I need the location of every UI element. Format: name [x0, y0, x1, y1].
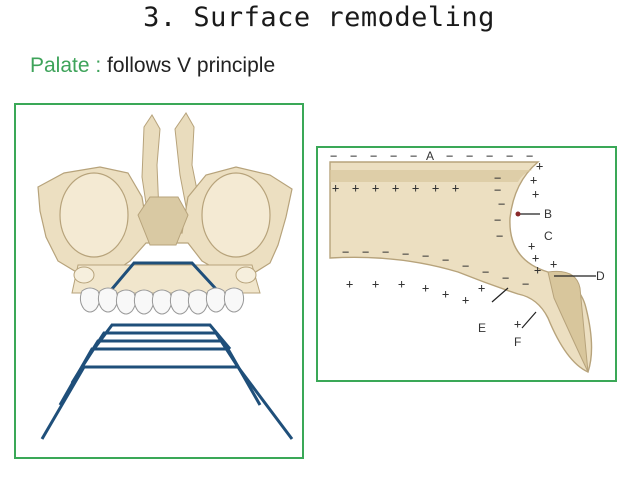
- v-line-3: [70, 339, 250, 384]
- leader-e: [491, 287, 509, 303]
- left-condyle: [73, 266, 95, 284]
- subtitle-lead: Palate :: [30, 54, 102, 77]
- svg-text:−: −: [482, 265, 489, 279]
- svg-text:−: −: [502, 271, 509, 285]
- svg-text:−: −: [370, 149, 377, 163]
- svg-text:+: +: [346, 277, 353, 291]
- svg-text:−: −: [390, 149, 397, 163]
- remodeling-diagram-panel: A B C D E F −−−−− −−−−− +++++++ −−−−− ++…: [316, 146, 617, 382]
- tooth: [187, 289, 209, 315]
- tooth: [223, 287, 245, 313]
- svg-text:−: −: [330, 149, 337, 163]
- svg-text:+: +: [398, 277, 405, 291]
- nasal-cavity: [137, 196, 189, 246]
- label-e: E: [478, 321, 486, 335]
- svg-text:−: −: [466, 149, 473, 163]
- leader-f: [521, 311, 537, 329]
- remodeling-diagram: A B C D E F −−−−− −−−−− +++++++ −−−−− ++…: [329, 149, 605, 373]
- svg-text:−: −: [494, 183, 501, 197]
- svg-text:+: +: [532, 187, 539, 201]
- palate-illustration-panel: [14, 103, 304, 459]
- svg-text:−: −: [362, 245, 369, 259]
- palate-v-outline: [110, 261, 218, 291]
- svg-text:+: +: [530, 173, 537, 187]
- tooth: [169, 289, 191, 315]
- v-line-4: [58, 347, 262, 406]
- svg-text:+: +: [514, 317, 521, 331]
- svg-text:−: −: [496, 229, 503, 243]
- svg-text:−: −: [342, 245, 349, 259]
- label-d: D: [596, 269, 605, 283]
- svg-text:+: +: [534, 263, 541, 277]
- subtitle-rest: follows V principle: [101, 54, 276, 77]
- svg-text:+: +: [528, 239, 535, 253]
- svg-text:+: +: [462, 293, 469, 307]
- label-a: A: [426, 149, 434, 163]
- tooth: [79, 287, 101, 313]
- svg-text:+: +: [550, 257, 557, 271]
- svg-text:+: +: [442, 287, 449, 301]
- svg-text:+: +: [332, 181, 339, 195]
- svg-text:−: −: [506, 149, 513, 163]
- svg-text:−: −: [410, 149, 417, 163]
- bone-inner-band: [330, 170, 532, 182]
- left-orbit: [59, 172, 129, 258]
- svg-text:−: −: [442, 253, 449, 267]
- svg-text:+: +: [422, 281, 429, 295]
- slide-title: 3. Surface remodeling: [143, 2, 495, 33]
- svg-text:+: +: [478, 281, 485, 295]
- teeth-row: [79, 287, 245, 315]
- svg-text:+: +: [536, 159, 543, 173]
- marker-b: [515, 211, 521, 217]
- right-condyle: [235, 266, 257, 284]
- svg-text:+: +: [412, 181, 419, 195]
- label-c: C: [544, 229, 553, 243]
- svg-text:+: +: [372, 277, 379, 291]
- svg-text:−: −: [422, 249, 429, 263]
- surface-signs: −−−−− −−−−− +++++++ −−−−− +++++++ −−−−−−…: [330, 149, 557, 331]
- right-orbit: [201, 172, 271, 258]
- svg-text:+: +: [392, 181, 399, 195]
- v-line-5: [40, 365, 294, 440]
- svg-text:−: −: [446, 149, 453, 163]
- svg-text:+: +: [372, 181, 379, 195]
- svg-text:−: −: [526, 149, 533, 163]
- palate-illustration: [37, 112, 294, 440]
- slide-subtitle: Palate : follows V principle: [30, 54, 275, 78]
- svg-text:−: −: [350, 149, 357, 163]
- svg-text:−: −: [402, 247, 409, 261]
- svg-text:−: −: [382, 245, 389, 259]
- svg-text:+: +: [352, 181, 359, 195]
- label-f: F: [514, 335, 521, 349]
- svg-text:+: +: [532, 251, 539, 265]
- tooth: [205, 287, 227, 313]
- tooth: [133, 289, 155, 315]
- svg-text:−: −: [462, 259, 469, 273]
- process-tip: [547, 270, 589, 373]
- label-b: B: [544, 207, 552, 221]
- svg-text:−: −: [494, 171, 501, 185]
- svg-text:+: +: [432, 181, 439, 195]
- svg-text:−: −: [522, 277, 529, 291]
- tooth: [151, 289, 173, 315]
- svg-text:−: −: [498, 197, 505, 211]
- vomer-bone: [141, 114, 161, 218]
- v-line-1: [92, 323, 232, 350]
- svg-text:+: +: [452, 181, 459, 195]
- tooth: [97, 287, 119, 313]
- v-principle-lines: [40, 323, 294, 440]
- svg-text:−: −: [486, 149, 493, 163]
- svg-text:−: −: [494, 213, 501, 227]
- tooth: [115, 289, 137, 315]
